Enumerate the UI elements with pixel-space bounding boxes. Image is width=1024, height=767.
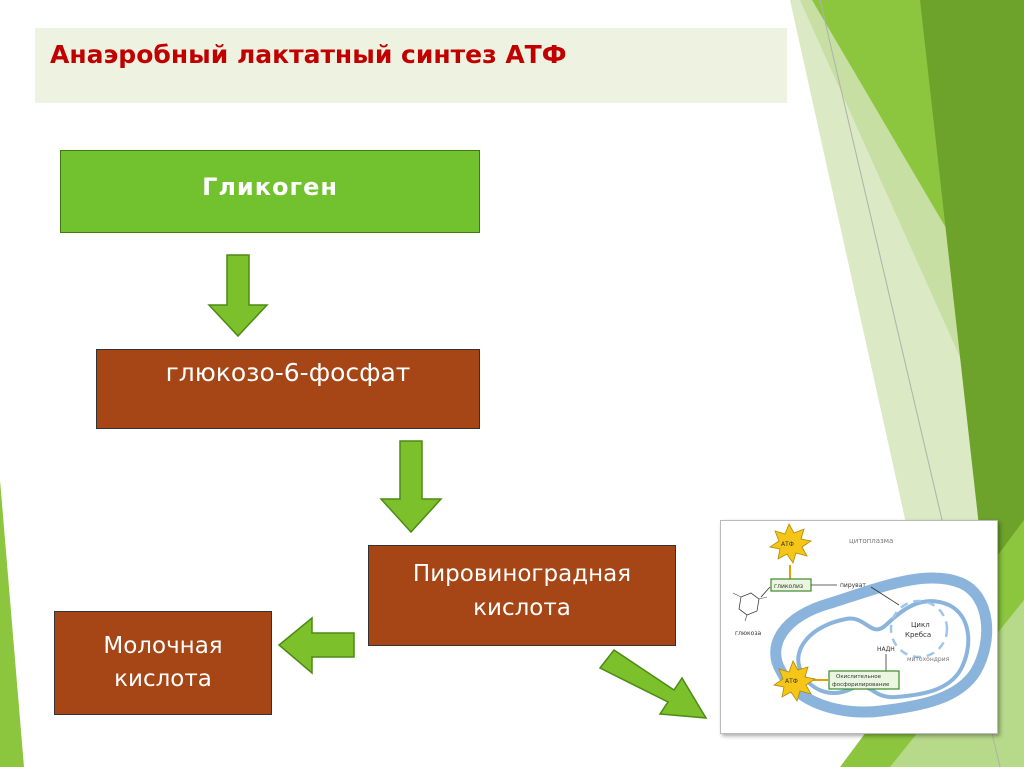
glucose-6-phosphate-label: глюкозо-6-фосфат <box>165 358 411 387</box>
left-deco-triangle <box>0 480 24 767</box>
atp-bottom-label: АТФ <box>785 678 798 685</box>
pyruvic-acid-line1: Пировиноградная <box>412 561 632 588</box>
mitochondria-illustration: цитоплазма АТФ гликолиз глюкоза пируват … <box>732 523 993 718</box>
pyruvic-acid-line2: кислота <box>473 594 571 621</box>
glycogen-box: Гликоген <box>60 150 480 233</box>
glycolysis-label: гликолиз <box>774 583 803 590</box>
lactic-acid-box: Молочная кислота <box>54 611 272 715</box>
pyruvate-label: пируват <box>840 582 866 589</box>
left-arrow <box>277 616 355 675</box>
krebs-label-line1: Цикл <box>911 621 930 629</box>
down-arrow-1 <box>207 254 269 338</box>
oxidative-label-line2: фосфорилирование <box>832 682 890 688</box>
pyruvate-to-krebs-arrow <box>870 586 900 606</box>
cytoplasm-label: цитоплазма <box>849 537 893 545</box>
slide-title: Анаэробный лактатный синтез АТФ <box>50 40 567 69</box>
pyruvic-acid-box: Пировиноградная кислота <box>368 545 676 646</box>
glucose-label: глюкоза <box>735 630 762 637</box>
glucose-6-phosphate-box: глюкозо-6-фосфат <box>96 349 480 429</box>
atp-top-label: АТФ <box>781 541 794 548</box>
krebs-cycle-ring <box>889 599 949 659</box>
diagonal-arrow <box>598 648 708 719</box>
nadh-label: НАДН <box>877 646 895 653</box>
down-arrow-2 <box>379 440 443 534</box>
title-bar <box>35 28 787 103</box>
oxidative-phosphorylation-box <box>828 670 900 690</box>
glucose-ring-icon <box>738 592 760 616</box>
mitochondrion-label: митохондрия <box>907 656 950 663</box>
glycogen-label: Гликоген <box>202 172 338 201</box>
lactic-acid-line1: Молочная <box>103 632 223 659</box>
atp-burst-top <box>768 523 813 564</box>
oxidative-label-line1: Окислительное <box>836 674 882 680</box>
lactic-acid-line2: кислота <box>114 666 212 692</box>
krebs-label-line2: Кребса <box>905 631 931 639</box>
atp-burst-bottom <box>772 660 817 702</box>
mitochondria-figure: цитоплазма АТФ гликолиз глюкоза пируват … <box>720 520 998 734</box>
